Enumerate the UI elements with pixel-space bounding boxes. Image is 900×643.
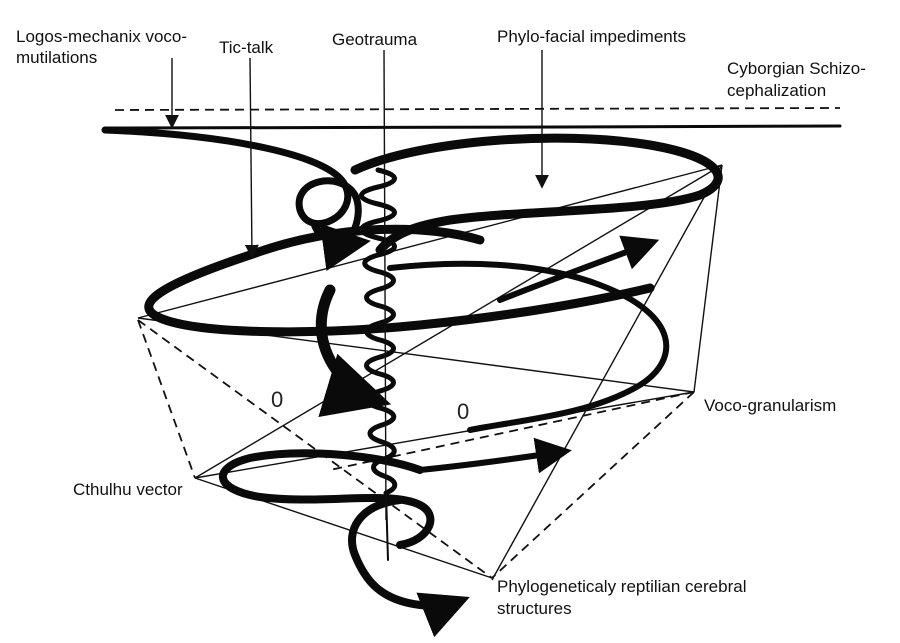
top-solid-line <box>103 124 842 130</box>
label-zero-right: 0 <box>457 399 469 424</box>
label-cyborgian-line2: cephalization <box>727 81 826 100</box>
label-tic-talk: Tic-talk <box>219 38 274 57</box>
label-phylogeneticaly-line2: structures <box>497 599 572 618</box>
label-phylo-facial: Phylo-facial impediments <box>497 27 686 46</box>
callout-arrows <box>165 49 549 521</box>
label-cyborgian-line1: Cyborgian Schizo- <box>727 59 866 78</box>
label-logos-mechanix-line2: mutilations <box>16 48 97 67</box>
label-logos-mechanix-line1: Logos-mechanix voco- <box>16 27 187 46</box>
spiral-flows <box>101 126 723 638</box>
label-zero-left: 0 <box>271 387 283 412</box>
label-voco-granularism: Voco-granularism <box>704 396 836 415</box>
label-phylogeneticaly-line1: Phylogeneticaly reptilian cerebral <box>497 577 746 596</box>
label-cthulhu-vector: Cthulhu vector <box>73 480 183 499</box>
top-dashed-line <box>114 107 841 111</box>
label-geotrauma: Geotrauma <box>332 30 418 49</box>
